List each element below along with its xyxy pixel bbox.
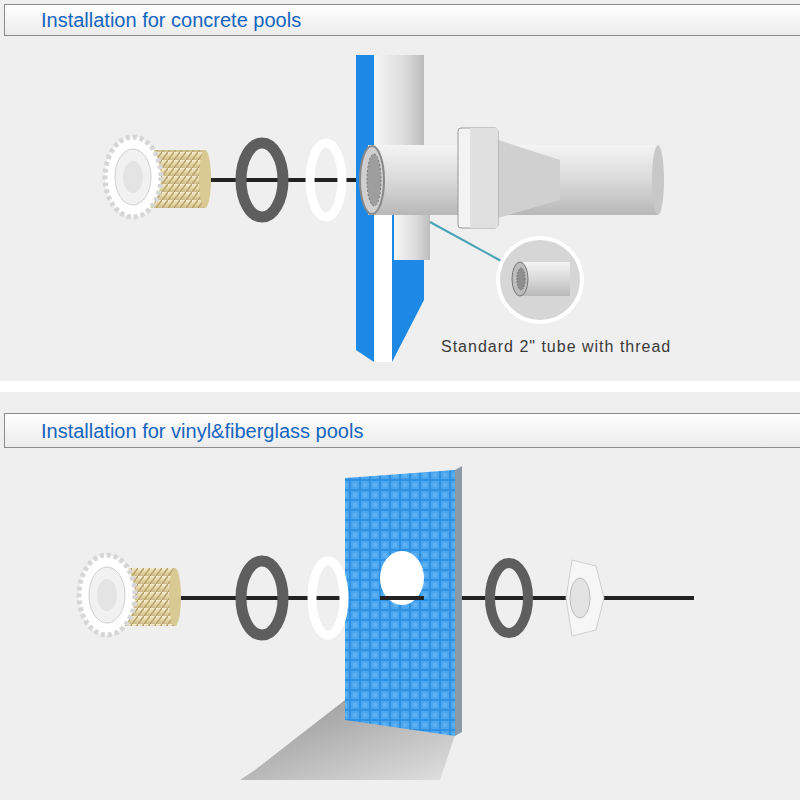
top-panel <box>0 0 800 381</box>
section-title: Installation for vinyl&fiberglass pools <box>41 419 800 443</box>
vinyl-pool-drawing <box>79 466 694 780</box>
panel-divider <box>0 381 800 392</box>
bottom-panel <box>0 392 800 800</box>
section-title: Installation for concrete pools <box>41 8 800 32</box>
section-header: Installation for concrete pools <box>4 4 800 36</box>
callout-label: Standard 2" tube with thread <box>441 337 671 357</box>
section-header: Installation for vinyl&fiberglass pools <box>4 413 800 448</box>
concrete-pool-drawing <box>105 55 664 362</box>
